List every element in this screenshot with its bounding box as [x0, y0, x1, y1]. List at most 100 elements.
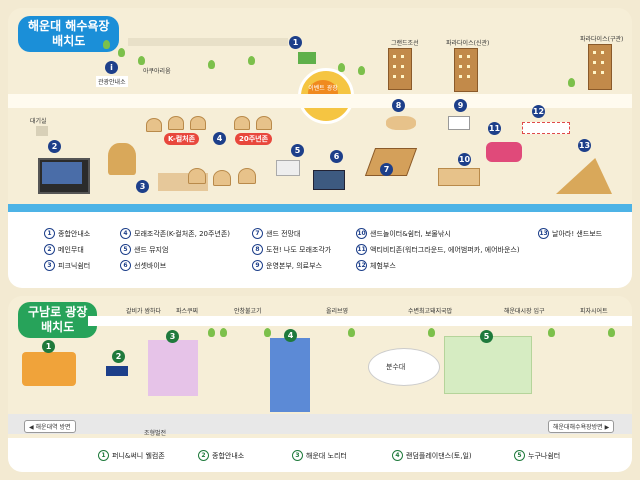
legend-num: 6 — [120, 260, 131, 271]
legend-num: 13 — [538, 228, 549, 239]
legend-text: 랜덤플레이댄스(토,일) — [406, 451, 472, 460]
sculptor-challenge — [386, 116, 416, 130]
top-path — [128, 38, 288, 46]
legend-text: 퍼니&써니 웰컴존 — [112, 451, 165, 460]
marker-5: 5 — [291, 144, 304, 157]
legend-text: 도전! 나도 모래조각가 — [266, 245, 332, 254]
legend-num: 9 — [252, 260, 263, 271]
legend-text: 샌드놀이터&쉼터, 보물낚시 — [370, 229, 451, 238]
legend-num: 5 — [120, 244, 131, 255]
tree — [338, 63, 345, 72]
waiting-room — [36, 126, 48, 136]
beach-promenade — [8, 94, 632, 108]
building-label-1: 그랜드조선 — [391, 40, 419, 47]
gunamro-legend — [8, 438, 632, 472]
sandboard-slope — [556, 158, 612, 194]
sea — [8, 204, 632, 212]
tourist-info-label: 관광안내소 — [96, 76, 128, 87]
marker-9: 9 — [454, 99, 467, 112]
marker-8: 8 — [392, 99, 405, 112]
legend-text: 모래조각존(K-컬처존, 20주년존) — [134, 229, 231, 238]
marker-3: 3 — [136, 180, 149, 193]
legend-num: 2 — [198, 450, 209, 461]
random-play-dance-zone — [270, 338, 310, 412]
legend-num: 3 — [292, 450, 303, 461]
legend-text: 샌드 뮤지엄 — [134, 245, 169, 254]
sand-dome — [238, 168, 256, 184]
right-direction-sign: 해운대해수욕장방면 ▶ — [548, 420, 615, 433]
sand-sculpture — [146, 118, 162, 132]
legend-text: 액티비티존(워터그라운드, 에어범퍼카, 에어바운스) — [370, 245, 520, 254]
legend-num: 1 — [98, 450, 109, 461]
sand-sculpture — [190, 116, 206, 130]
fountain-label: 분수대 — [386, 363, 406, 371]
tree — [220, 328, 227, 337]
legend-num: 7 — [252, 228, 263, 239]
marker-13: 13 — [578, 139, 591, 152]
left-arrow-icon: ◀ — [29, 424, 36, 431]
left-direction-sign: ◀ 해운대역 방면 — [24, 420, 76, 433]
right-arrow-icon: ▶ — [602, 424, 610, 431]
legend-num: 2 — [44, 244, 55, 255]
paradise-old-building — [588, 44, 612, 90]
rest-area — [444, 336, 532, 394]
tree — [608, 328, 615, 337]
legend-text: 샌드 전망대 — [266, 229, 301, 238]
legend-text: 피크닉쉼터 — [58, 261, 91, 270]
street-label: 수변최고돼지국밥 — [408, 308, 453, 315]
marker-g4: 4 — [284, 329, 297, 342]
gunamro-map-panel: 구남로 광장 배치도 갈비가 쌈하다 파스쿠찌 안창불고기 올리브영 수변최고돼… — [8, 296, 632, 472]
upper-road — [88, 316, 632, 326]
marker-g1: 1 — [42, 340, 55, 353]
tree — [138, 56, 145, 65]
legend-num: 1 — [44, 228, 55, 239]
activity-zone — [486, 142, 522, 162]
street-label: 피자시어트 — [580, 308, 608, 315]
street-sign-label: 아쿠아리움 — [143, 68, 171, 75]
tree — [568, 78, 575, 87]
legend-text: 누구나쉼터 — [528, 451, 561, 460]
legend-num: 4 — [392, 450, 403, 461]
gunamro-title-line1: 구남로 광장 — [28, 305, 88, 319]
bottom-street-label: 조형벌전 — [144, 430, 167, 437]
sand-sculpture — [234, 116, 250, 130]
kculture-tag: K-컬처존 — [164, 133, 200, 145]
tree — [248, 56, 255, 65]
haeundae-title: 해운대 해수욕장 배치도 — [18, 16, 120, 52]
legend-num: 5 — [514, 450, 525, 461]
tree — [428, 328, 435, 337]
marker-6: 6 — [330, 150, 343, 163]
legend-text: 종합안내소 — [212, 451, 245, 460]
experience-booths — [522, 122, 570, 134]
legend-num: 3 — [44, 260, 55, 271]
sand-sculpture — [168, 116, 184, 130]
sunset-vibe — [313, 170, 345, 190]
lower-road — [8, 414, 632, 434]
street-label: 올리브영 — [326, 308, 349, 315]
street-label: 해운대시장 입구 — [504, 308, 545, 315]
grand-josun-building — [388, 48, 412, 90]
marker-12: 12 — [532, 105, 545, 118]
legend-num: 11 — [356, 244, 367, 255]
tree — [264, 328, 271, 337]
fountain — [368, 348, 440, 386]
marker-2: 2 — [48, 140, 61, 153]
legend-text: 선셋바이브 — [134, 261, 167, 270]
building-label-3: 파라다이스(구관) — [580, 36, 624, 43]
haeundae-title-line1: 해운대 해수욕장 — [28, 19, 110, 33]
tree — [358, 66, 365, 75]
operation-hq — [448, 116, 470, 130]
marker-1-tourist-info: i — [105, 61, 118, 74]
sand-museum — [276, 160, 300, 176]
